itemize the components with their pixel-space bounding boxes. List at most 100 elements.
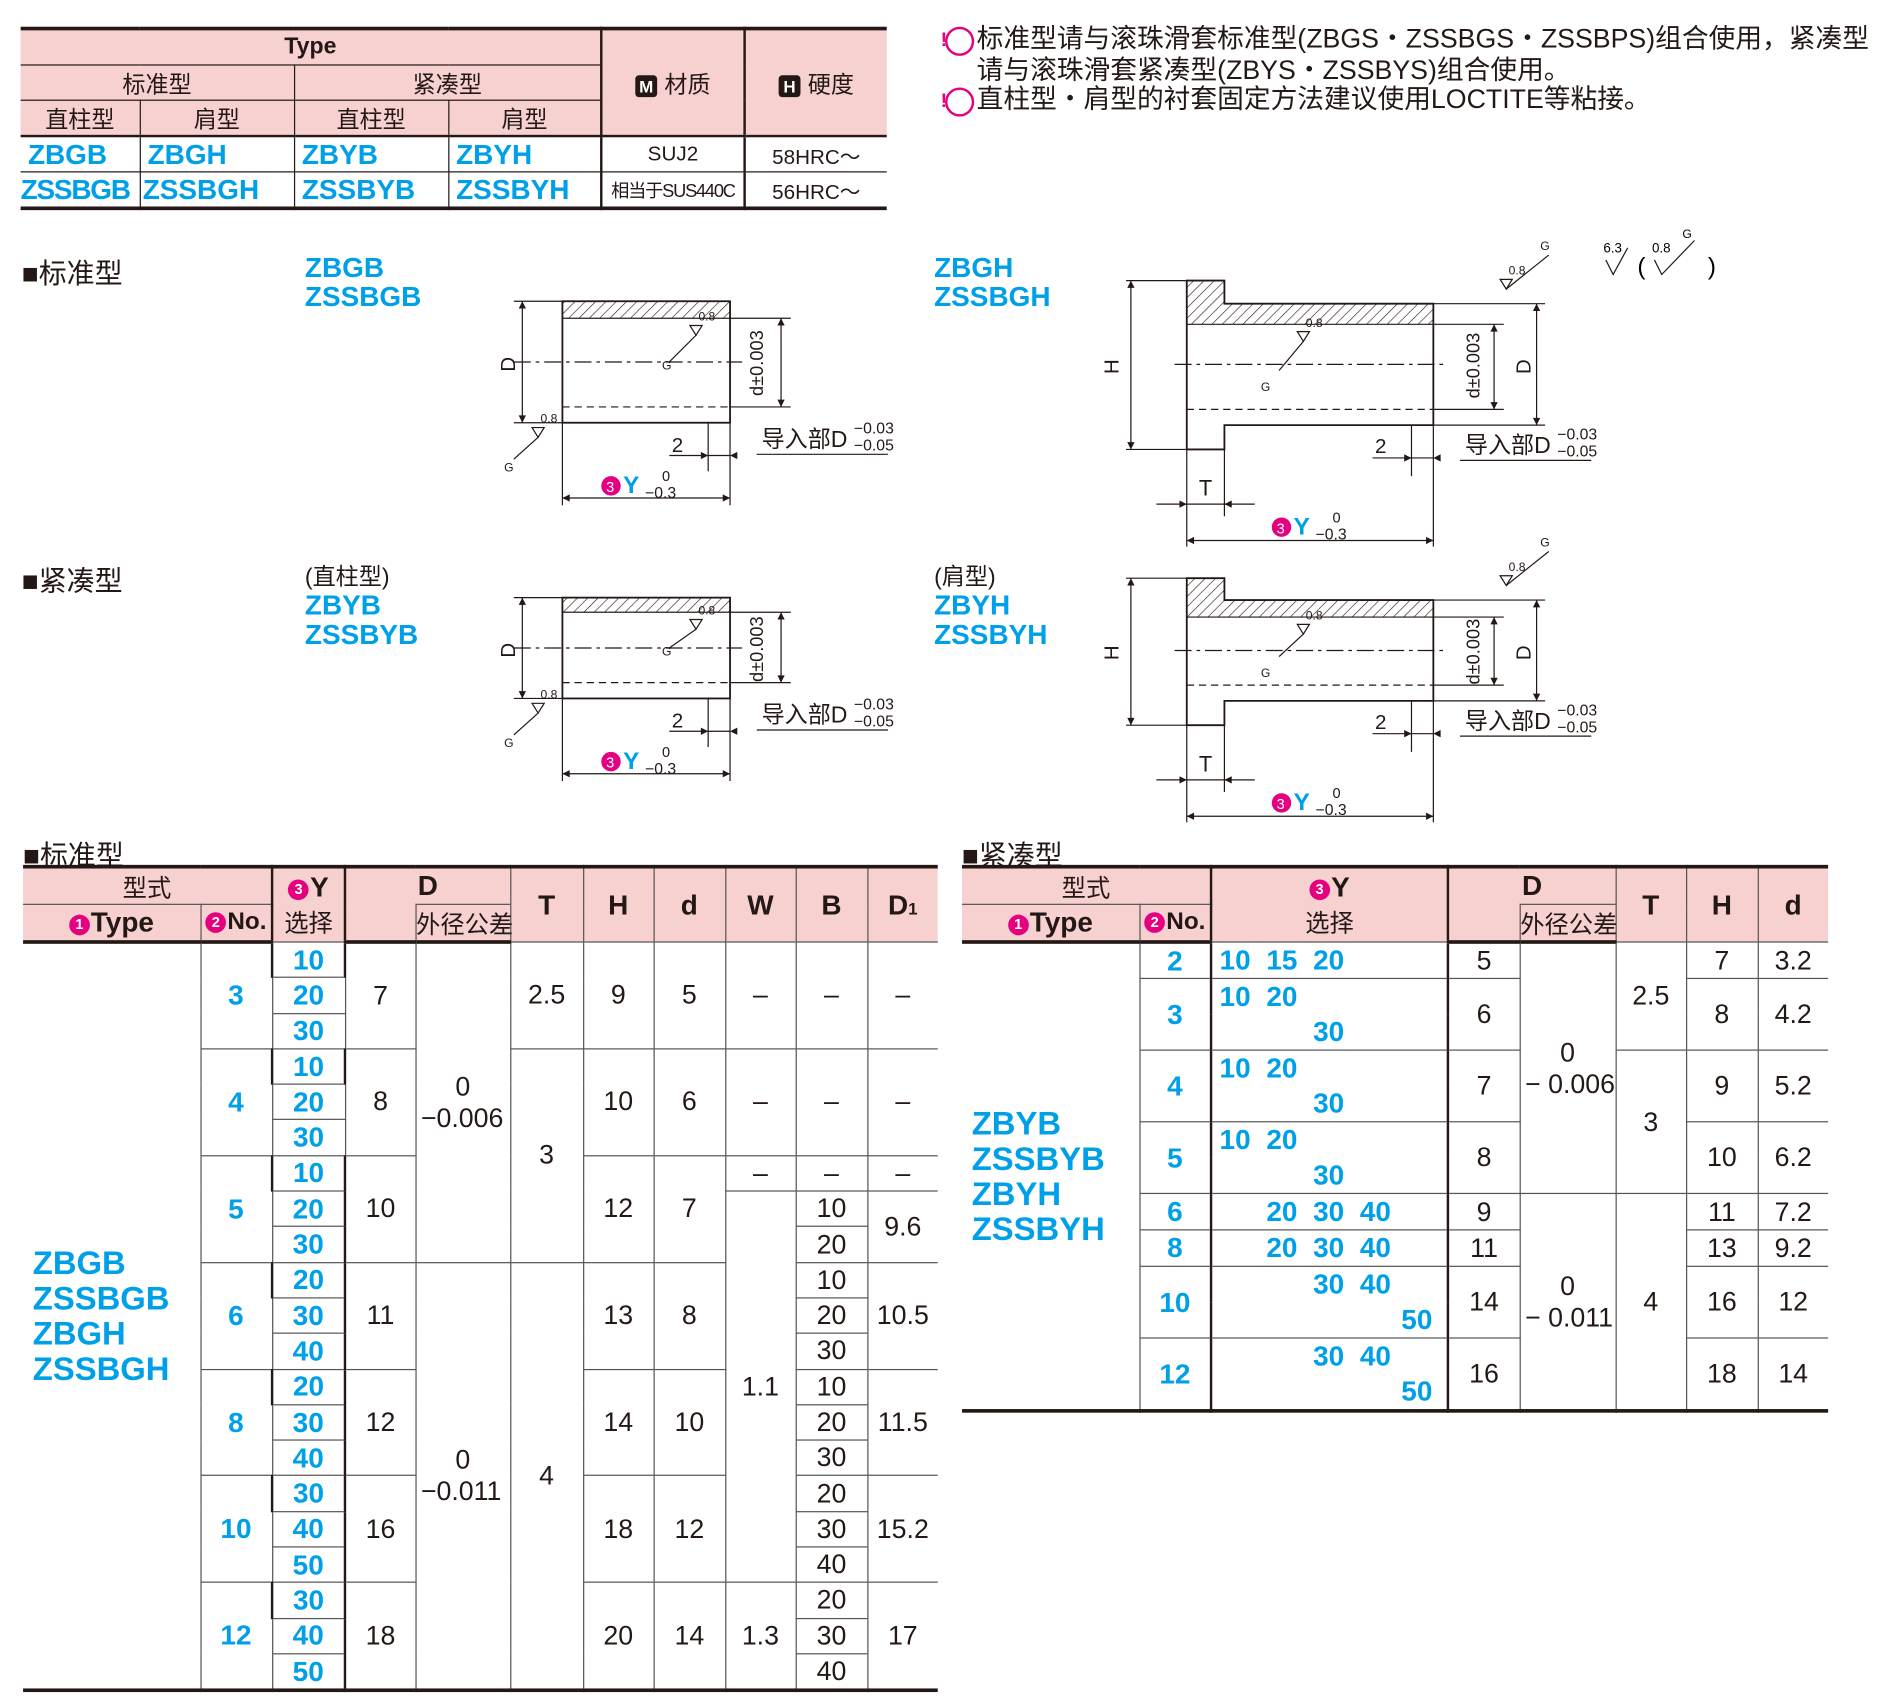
tolerance-header: 外径公差 bbox=[1518, 903, 1617, 944]
y-option[interactable]: 20 bbox=[1266, 980, 1298, 1013]
y-option[interactable]: 30 bbox=[1313, 1268, 1345, 1301]
model-link[interactable]: ZSSBGH bbox=[139, 171, 295, 209]
y-option[interactable]: 10 bbox=[1219, 1052, 1251, 1084]
y-options-line: 10 20 bbox=[1212, 1123, 1446, 1158]
tolerance-value: − 0.006 bbox=[1525, 1068, 1615, 1099]
leader-line bbox=[1278, 340, 1304, 371]
leader-line bbox=[1278, 633, 1304, 657]
y-option[interactable]: 20 bbox=[272, 1190, 347, 1228]
y-option[interactable]: 30 bbox=[272, 1012, 345, 1050]
value-cell: – bbox=[795, 941, 868, 1050]
type-label: Type bbox=[90, 906, 154, 938]
y-option[interactable]: 20 bbox=[270, 1261, 347, 1299]
y-option[interactable]: 40 bbox=[272, 1439, 347, 1477]
H-header: H bbox=[582, 866, 655, 943]
model-link[interactable]: ZSSBYB bbox=[293, 171, 449, 209]
value-cell: 11 bbox=[1447, 1229, 1521, 1268]
model-name[interactable]: ZSSBGB bbox=[32, 1279, 170, 1317]
compact-heading: ■紧凑型 bbox=[21, 564, 123, 597]
Y-label: Y bbox=[623, 472, 639, 499]
y-option[interactable]: 30 bbox=[272, 1226, 347, 1263]
value-cell: 13 bbox=[582, 1261, 655, 1370]
y-option[interactable]: 30 bbox=[1313, 1159, 1345, 1191]
y-option[interactable]: 20 bbox=[1266, 1052, 1298, 1084]
y-option[interactable]: 30 bbox=[270, 1581, 347, 1619]
y-option[interactable]: 20 bbox=[272, 1083, 345, 1121]
value-cell: 8 bbox=[1685, 978, 1759, 1052]
model-header: 型式 bbox=[962, 866, 1212, 905]
y-option[interactable]: 15 bbox=[1266, 943, 1298, 976]
y-option[interactable]: 50 bbox=[272, 1546, 347, 1584]
y-option[interactable]: 30 bbox=[1313, 1195, 1345, 1228]
y-option[interactable]: 40 bbox=[272, 1510, 347, 1548]
model-name[interactable]: ZSSBYB bbox=[971, 1140, 1105, 1177]
y-option[interactable]: 40 bbox=[272, 1617, 347, 1655]
type-header: Type bbox=[20, 28, 602, 66]
y-option[interactable]: 40 bbox=[1359, 1232, 1391, 1264]
arrowhead bbox=[562, 770, 570, 778]
model-name[interactable]: ZBGH bbox=[32, 1315, 126, 1352]
y-option[interactable]: 50 bbox=[1401, 1375, 1433, 1407]
value-cell: – bbox=[724, 1048, 797, 1157]
y-option[interactable]: 30 bbox=[272, 1119, 345, 1157]
D-header: D bbox=[344, 866, 511, 905]
y-option[interactable]: 40 bbox=[1359, 1340, 1391, 1372]
value-cell: 40 bbox=[795, 1546, 868, 1584]
model-name: ZSSBGB bbox=[304, 280, 422, 313]
y-option[interactable]: 30 bbox=[1313, 1087, 1345, 1120]
y-option[interactable]: 10 bbox=[1219, 1123, 1251, 1156]
y-options-line: 30 bbox=[1212, 1158, 1446, 1193]
model-name[interactable]: ZBYB bbox=[971, 1104, 1062, 1142]
y-option[interactable]: 10 bbox=[1219, 943, 1251, 976]
model-link[interactable]: ZBGH bbox=[139, 135, 295, 173]
value-cell: 3 bbox=[509, 1048, 584, 1263]
y-option[interactable]: 30 bbox=[272, 1297, 347, 1335]
y-option[interactable]: 50 bbox=[272, 1653, 347, 1692]
y-option[interactable]: 30 bbox=[270, 1475, 347, 1513]
y-option[interactable]: 20 bbox=[1313, 943, 1345, 976]
y-option[interactable]: 30 bbox=[1313, 1015, 1345, 1048]
model-name[interactable]: ZBYH bbox=[971, 1175, 1062, 1212]
y-option[interactable]: 40 bbox=[1359, 1195, 1391, 1228]
y-option[interactable]: 10 bbox=[1219, 980, 1251, 1013]
model-name[interactable]: ZBGB bbox=[32, 1244, 126, 1282]
y-option[interactable]: 50 bbox=[1401, 1303, 1433, 1336]
tolerance-value: − 0.011 bbox=[1525, 1301, 1613, 1333]
table-row: ZSSBGB ZSSBGH ZSSBYB ZSSBYH 相当于SUS440C 5… bbox=[20, 171, 887, 209]
y-option[interactable]: 30 bbox=[1313, 1340, 1345, 1372]
model-link[interactable]: ZBYB bbox=[293, 135, 449, 173]
value-cell: 14 bbox=[1447, 1266, 1521, 1339]
leader-line bbox=[513, 712, 539, 736]
y-option[interactable]: 20 bbox=[272, 976, 345, 1014]
y-option[interactable]: 10 bbox=[270, 941, 347, 979]
value-cell: 8 bbox=[344, 1048, 417, 1157]
y-option[interactable]: 40 bbox=[272, 1332, 347, 1370]
tolerance-value: −0.011 bbox=[420, 1475, 502, 1507]
y-option[interactable]: 10 bbox=[270, 1048, 347, 1085]
y-option[interactable]: 10 bbox=[270, 1154, 347, 1192]
type-label: Type bbox=[1029, 906, 1093, 938]
model-name[interactable]: ZSSBYH bbox=[971, 1210, 1105, 1248]
y-option[interactable]: 30 bbox=[272, 1404, 347, 1441]
y-option[interactable]: 30 bbox=[1313, 1232, 1345, 1264]
value-cell: 40 bbox=[795, 1653, 868, 1692]
Y-label: Y bbox=[1294, 789, 1310, 816]
y-option[interactable]: 20 bbox=[1266, 1123, 1298, 1156]
model-link[interactable]: ZSSBYH bbox=[447, 171, 602, 209]
y-option[interactable]: 20 bbox=[270, 1368, 347, 1406]
model-link[interactable]: ZSSBGB bbox=[20, 171, 141, 209]
y-option[interactable]: 20 bbox=[1266, 1232, 1298, 1264]
y-option[interactable]: 40 bbox=[1359, 1268, 1391, 1301]
value-cell: 5 bbox=[1447, 941, 1521, 980]
tolerance-upper: 0 bbox=[1333, 510, 1341, 526]
tolerance-lower: −0.3 bbox=[645, 761, 676, 778]
y-option[interactable]: 20 bbox=[1266, 1195, 1298, 1228]
model-name[interactable]: ZSSBGH bbox=[32, 1350, 170, 1387]
